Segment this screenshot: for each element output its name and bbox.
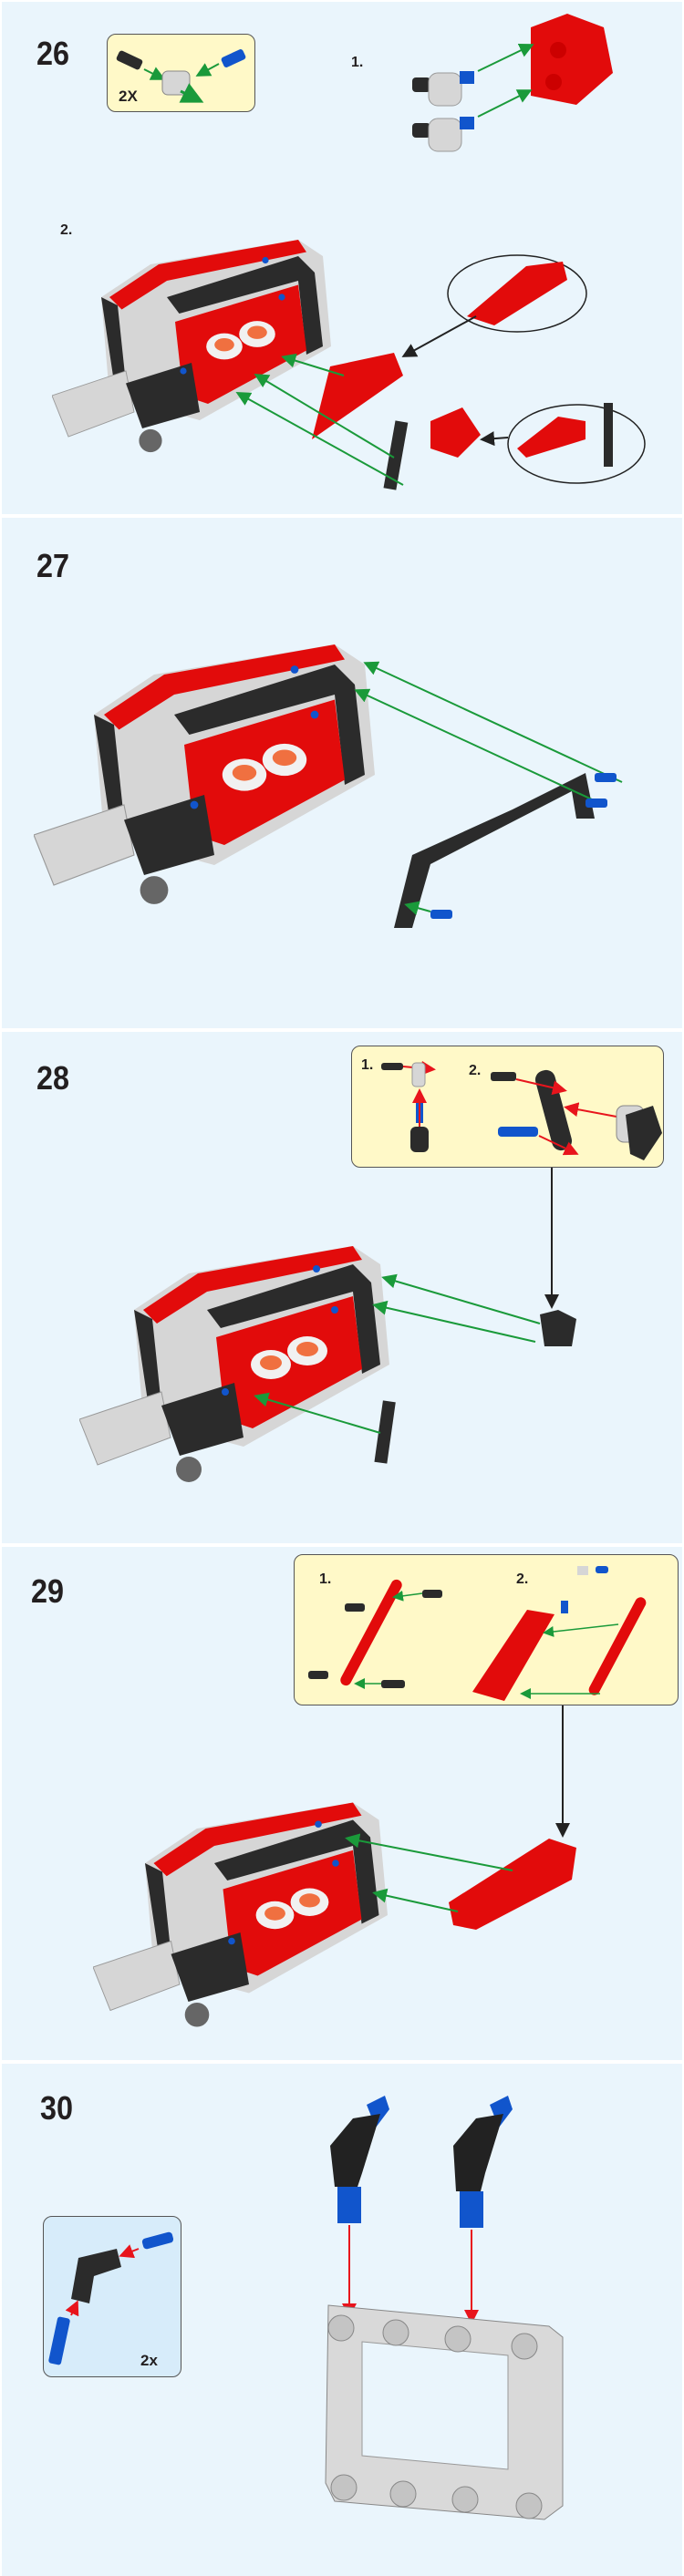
step-28-panel: 28 1. 2.	[2, 1032, 682, 1543]
step-number: 29	[31, 1572, 65, 1610]
connector-assembly-illustration	[48, 2231, 174, 2365]
substep-label: 2.	[469, 1063, 482, 1078]
substep-label: 2.	[60, 222, 73, 238]
substep-label: 2.	[516, 1571, 529, 1587]
step-30-panel: 30 2x	[2, 2064, 682, 2576]
step-26-panel: 26 2X 1. 2.	[2, 2, 682, 514]
assembly-arrows	[235, 254, 646, 490]
assembly-arrows	[345, 1705, 576, 1930]
substep-label: 1.	[319, 1571, 332, 1587]
step-number: 26	[36, 35, 70, 72]
substep-1-illustration	[412, 14, 613, 152]
step-27-panel: 27	[2, 518, 682, 1028]
subassembly-illustration	[381, 1060, 662, 1160]
step-number: 27	[36, 547, 70, 584]
parts-callout: 2X	[107, 34, 255, 112]
quantity-multiplier: 2x	[140, 2352, 158, 2369]
assembly-arrows	[254, 1168, 576, 1464]
subassembly-illustration	[308, 1566, 647, 1701]
step-number: 30	[40, 2089, 74, 2127]
subassembly-callout: 1. 2.	[294, 1554, 679, 1705]
substep-label: 1.	[361, 1057, 374, 1073]
step-number: 28	[36, 1059, 70, 1097]
connector-assembly-illustration	[116, 49, 246, 103]
step-29-panel: 29 1. 2.	[2, 1547, 682, 2060]
quantity-multiplier: 2X	[119, 88, 138, 105]
frame-assembly-illustration	[325, 2096, 564, 2520]
substep-label: 1.	[351, 55, 364, 70]
assembly-arrows	[354, 661, 623, 928]
subassembly-callout: 1. 2.	[351, 1046, 664, 1168]
parts-callout: 2x	[43, 2216, 181, 2377]
